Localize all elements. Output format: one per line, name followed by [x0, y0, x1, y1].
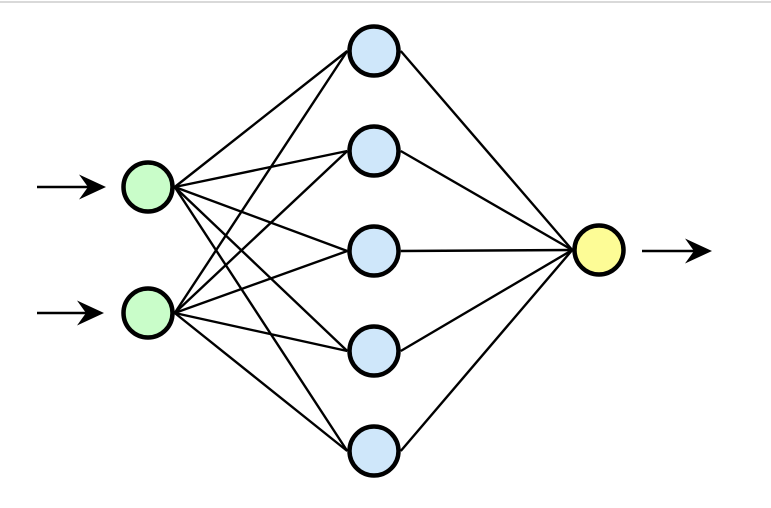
- output-arrow: [642, 238, 712, 264]
- edge-hidden-to-output: [400, 248, 573, 353]
- input-arrow-2: [37, 300, 104, 326]
- hidden-node-3: [347, 224, 401, 278]
- edge-input-to-hidden: [173, 186, 349, 452]
- edge-input-to-hidden: [173, 150, 349, 314]
- top-border-line: [0, 1, 771, 3]
- output-node-1: [572, 223, 626, 277]
- edge-hidden-to-output: [400, 149, 573, 252]
- input-node-1: [121, 160, 175, 214]
- hidden-node-5: [347, 424, 401, 478]
- hidden-node-2: [347, 124, 401, 178]
- edge-input-to-hidden: [174, 50, 348, 188]
- edge-input-to-hidden: [174, 312, 348, 452]
- input-arrow-2-head: [77, 300, 104, 326]
- edge-input-to-hidden: [174, 311, 348, 353]
- input-node-2: [121, 286, 175, 340]
- edge-input-to-hidden: [174, 249, 348, 315]
- hidden-node-1: [347, 24, 401, 78]
- edge-input-to-hidden: [174, 149, 348, 189]
- hidden-node-4: [347, 324, 401, 378]
- edge-hidden-to-output: [399, 50, 574, 251]
- output-arrow-head: [685, 238, 712, 264]
- edge-input-to-hidden: [173, 50, 349, 314]
- edge-hidden-to-output: [399, 249, 574, 452]
- edge-hidden-to-output: [400, 248, 573, 253]
- input-arrow-1: [37, 174, 106, 200]
- input-arrow-1-head: [79, 174, 106, 200]
- edge-input-to-hidden: [174, 185, 348, 253]
- edge-input-to-hidden: [173, 186, 349, 352]
